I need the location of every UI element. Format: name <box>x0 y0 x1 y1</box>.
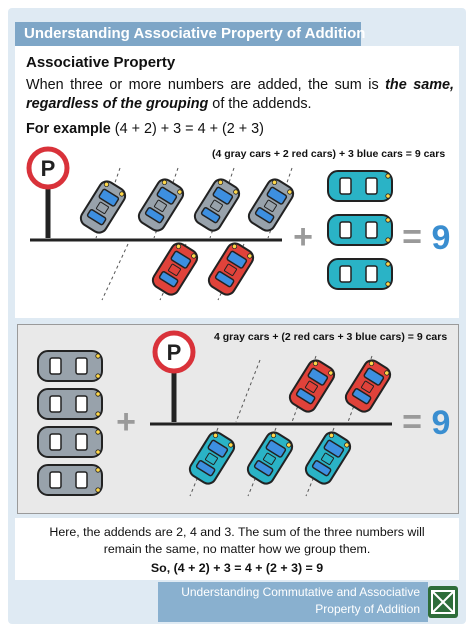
red-car <box>204 239 258 299</box>
result-number-2: 9 <box>432 404 451 442</box>
parking-sign-icon: P <box>152 330 196 422</box>
explanation-text: Here, the addends are 2, 4 and 3. The su… <box>49 525 425 556</box>
gray-car <box>37 388 103 420</box>
blue-cars-group-2 <box>185 428 355 488</box>
blue-car <box>327 214 393 246</box>
result-number: 9 <box>432 219 451 257</box>
red-car <box>148 239 202 299</box>
footer-title: Understanding Commutative and Associativ… <box>158 584 420 618</box>
example-equation: (4 + 2) + 3 = 4 + (2 + 3) <box>114 121 264 137</box>
gray-car <box>37 426 103 458</box>
gray-car <box>190 175 244 235</box>
red-cars-group-1 <box>148 239 258 299</box>
red-car <box>285 356 339 416</box>
equals-sign-2: = <box>402 403 422 441</box>
blue-car <box>185 428 239 488</box>
title-bar <box>15 22 361 46</box>
illustration2-caption: 4 gray cars + (2 red cars + 3 blue cars)… <box>214 331 448 343</box>
definition-emphasis: the same, regardless of the grouping <box>26 77 455 112</box>
parking-sign-icon: P <box>26 146 70 238</box>
example-label: For example <box>26 121 111 137</box>
blue-cars-group-1 <box>327 170 393 290</box>
definition-text-start: When three or more numbers are added, th… <box>26 77 386 93</box>
gray-car <box>244 175 298 235</box>
footer-line-2: Property of Addition <box>315 602 420 616</box>
gray-car <box>37 350 103 382</box>
blue-car <box>301 428 355 488</box>
definition-text: When three or more numbers are added, th… <box>26 76 454 114</box>
parking-sign-letter-2: P <box>167 340 182 365</box>
explanation-panel <box>15 518 459 580</box>
page-title: Understanding Associative Property of Ad… <box>24 25 366 42</box>
gray-car <box>37 464 103 496</box>
plus-sign-2: + <box>116 403 136 441</box>
parking-sign-letter: P <box>41 156 56 181</box>
red-cars-group-2 <box>285 356 395 416</box>
conclusion-text: So, (4 + 2) + 3 = 4 + (2 + 3) = 9 <box>150 561 324 575</box>
worksheet-logo-icon <box>428 586 458 618</box>
parking-dashes <box>95 167 293 301</box>
blue-car <box>243 428 297 488</box>
gray-cars-group-2 <box>37 350 103 496</box>
illustration1-caption: (4 gray cars + 2 red cars) + 3 blue cars… <box>212 148 446 160</box>
example-line: For example (4 + 2) + 3 = 4 + (2 + 3) <box>26 121 264 137</box>
blue-car <box>327 258 393 290</box>
footer-bar <box>158 582 428 622</box>
plus-sign: + <box>293 218 313 256</box>
definition-heading: Associative Property <box>26 54 176 71</box>
gray-cars-group-1 <box>76 175 298 237</box>
footer-line-1: Understanding Commutative and Associativ… <box>181 585 420 599</box>
red-car <box>341 356 395 416</box>
definition-text-end: of the addends. <box>208 96 312 112</box>
gray-car <box>76 177 130 237</box>
blue-car <box>327 170 393 202</box>
equals-sign: = <box>402 218 422 256</box>
gray-car <box>134 175 188 235</box>
